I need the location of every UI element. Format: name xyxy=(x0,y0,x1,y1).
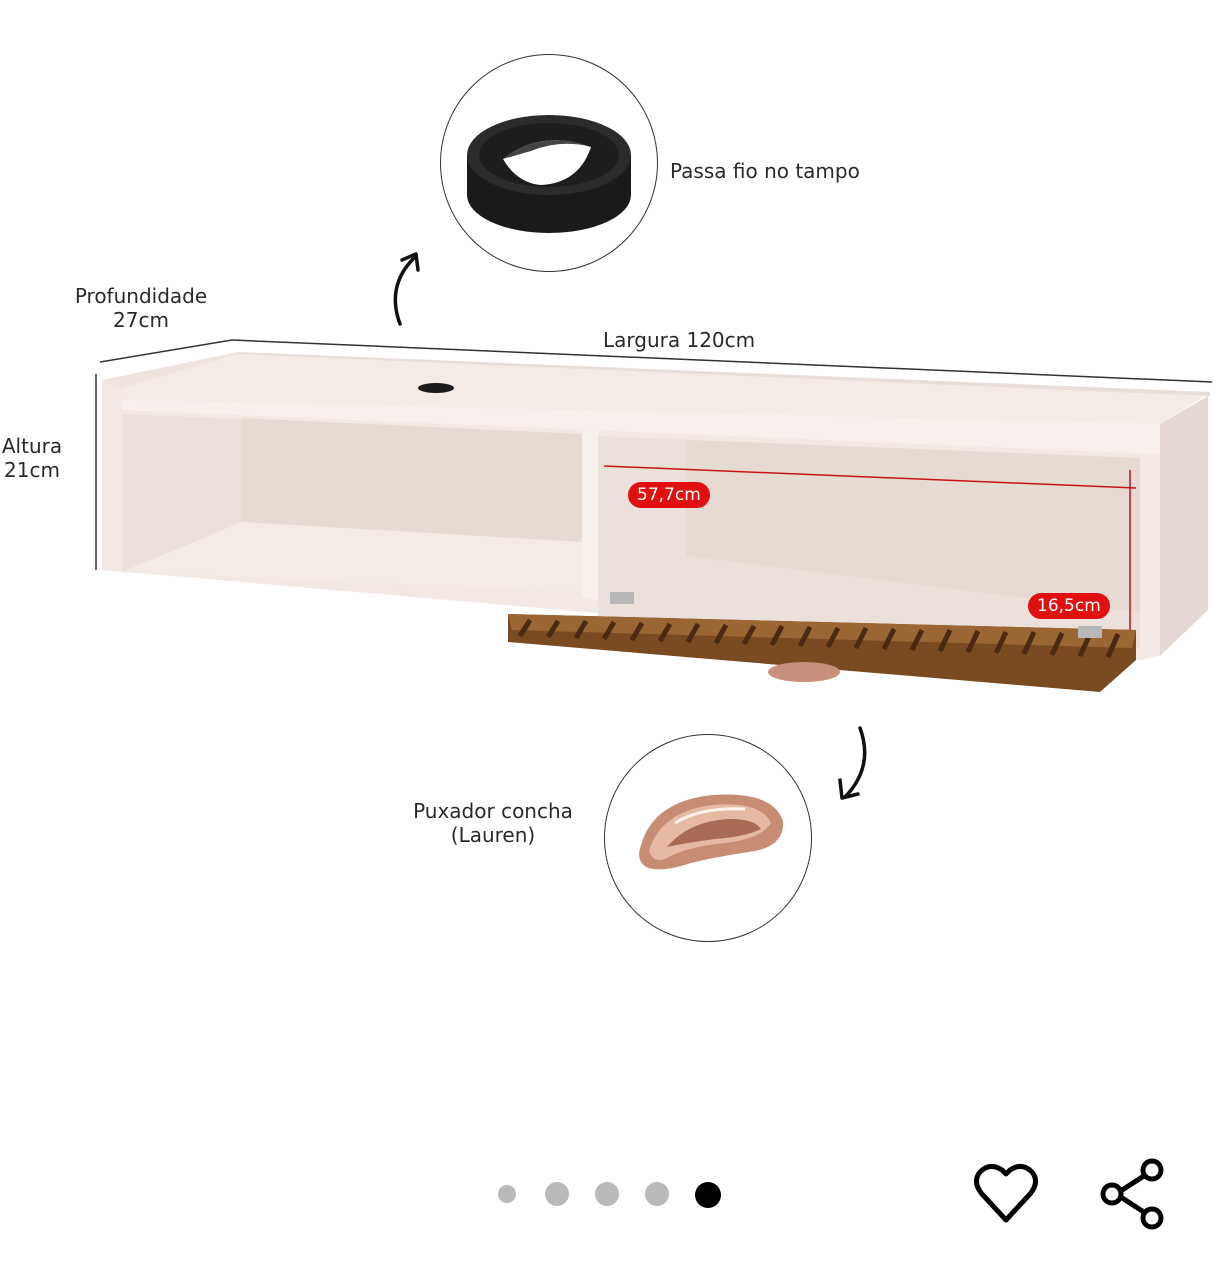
inner-height-badge: 16,5cm xyxy=(1028,593,1110,619)
height-label: Altura 21cm xyxy=(0,434,64,482)
carousel-dot-5[interactable] xyxy=(695,1182,721,1208)
arrow-down-icon xyxy=(838,726,867,800)
cable-grommet-label: Passa fio no tampo xyxy=(670,159,860,183)
cabinet-illustration xyxy=(95,339,1213,692)
grommet-detail-circle xyxy=(440,54,658,272)
carousel-dot-2[interactable] xyxy=(545,1182,569,1206)
depth-title: Profundidade xyxy=(74,284,208,308)
width-label: Largura 120cm xyxy=(603,328,756,352)
handle-label-line1: Puxador concha xyxy=(413,799,573,823)
depth-value: 27cm xyxy=(113,308,169,332)
heart-icon xyxy=(974,1164,1038,1223)
cable-grommet-icon xyxy=(467,115,631,233)
depth-label: Profundidade 27cm xyxy=(66,284,216,332)
handle-label: Puxador concha (Lauren) xyxy=(398,799,588,847)
favorite-button[interactable] xyxy=(970,1158,1042,1230)
share-button[interactable] xyxy=(1096,1156,1172,1232)
handle-label-line2: (Lauren) xyxy=(450,823,536,847)
carousel-dot-1[interactable] xyxy=(498,1185,516,1203)
height-title: Altura xyxy=(1,434,63,458)
height-value: 21cm xyxy=(4,458,60,482)
handle-detail-circle xyxy=(604,734,812,942)
share-icon xyxy=(1100,1158,1164,1230)
carousel-dot-3[interactable] xyxy=(595,1182,619,1206)
carousel-indicator[interactable] xyxy=(490,1176,730,1212)
cup-pull-handle-icon xyxy=(639,794,784,870)
arrow-up-icon xyxy=(393,252,420,326)
carousel-dot-4[interactable] xyxy=(645,1182,669,1206)
inner-width-badge: 57,7cm xyxy=(628,482,710,508)
